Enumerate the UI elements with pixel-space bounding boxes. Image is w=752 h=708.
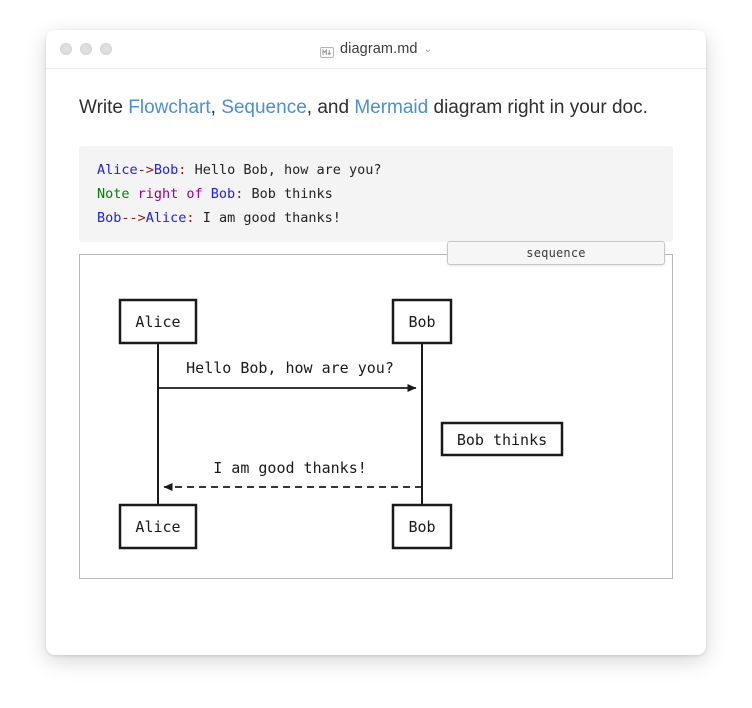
actor-box-alice-top: Alice	[118, 298, 198, 344]
actor-label: Alice	[135, 313, 180, 331]
note-label: Bob thinks	[457, 431, 547, 449]
token-message: I am good thanks!	[194, 209, 341, 226]
lead-suffix: diagram right in your doc.	[428, 97, 648, 118]
diagram-preview-panel: sequence Alice	[79, 240, 673, 579]
code-line: Alice->Bob: Hello Bob, how are you?	[79, 158, 673, 182]
token-colon: :	[235, 185, 244, 202]
code-line: Note right of Bob: Bob thinks	[79, 182, 673, 206]
close-button[interactable]	[60, 43, 72, 55]
app-window: diagram.md ⌄ Write Flowchart, Sequence, …	[46, 30, 706, 655]
link-mermaid[interactable]: Mermaid	[354, 97, 429, 118]
diagram-type-select-value: sequence	[526, 245, 586, 260]
page-title: Write Flowchart, Sequence, and Mermaid d…	[79, 95, 673, 122]
lead-sep-1: ,	[210, 97, 222, 118]
token-colon: :	[178, 161, 187, 178]
actor-label: Bob	[408, 313, 435, 331]
message-label: Hello Bob, how are you?	[186, 359, 394, 377]
token-actor: Alice	[145, 209, 187, 226]
token-keyword: Note	[97, 185, 130, 202]
markdown-file-icon	[320, 45, 335, 58]
token-actor: Bob	[210, 185, 236, 202]
message-2: I am good thanks!	[163, 459, 422, 491]
actor-box-bob-top: Bob	[391, 298, 453, 344]
diagram-type-select[interactable]: sequence	[447, 240, 665, 265]
token-actor: Bob	[97, 209, 122, 226]
token-actor: Bob	[153, 161, 179, 178]
window-titlebar: diagram.md ⌄	[46, 30, 706, 69]
sequence-diagram: Alice Bob Hello Bob, how are you? Bob th…	[118, 298, 564, 549]
zoom-button[interactable]	[100, 43, 112, 55]
actor-box-alice-bottom: Alice	[118, 503, 198, 549]
actor-label: Bob	[408, 518, 435, 536]
lead-sep-2: , and	[306, 97, 355, 118]
token-actor: Alice	[97, 161, 138, 178]
minimize-button[interactable]	[80, 43, 92, 55]
message-label: I am good thanks!	[213, 459, 367, 477]
token-colon: :	[186, 209, 195, 226]
window-title: diagram.md	[340, 41, 418, 57]
window-controls	[60, 43, 112, 55]
code-block[interactable]: Alice->Bob: Hello Bob, how are you? Note…	[79, 145, 673, 242]
message-1: Hello Bob, how are you?	[158, 359, 417, 392]
token-message: Hello Bob, how are you?	[186, 161, 382, 178]
link-flowchart[interactable]: Flowchart	[128, 97, 211, 118]
token-message: Bob thinks	[243, 185, 333, 202]
lead-prefix: Write	[79, 97, 129, 118]
actor-label: Alice	[135, 518, 180, 536]
token-arrow: -->	[121, 209, 146, 226]
chevron-down-icon[interactable]: ⌄	[423, 44, 432, 55]
note-bob-thinks: Bob thinks	[440, 421, 564, 456]
link-sequence[interactable]: Sequence	[221, 97, 307, 118]
window-title-group[interactable]: diagram.md ⌄	[46, 41, 706, 58]
document-body: Write Flowchart, Sequence, and Mermaid d…	[46, 69, 706, 579]
token-arrow: ->	[137, 161, 154, 178]
token-position: right of	[129, 185, 211, 202]
actor-box-bob-bottom: Bob	[391, 503, 453, 549]
code-line: Bob-->Alice: I am good thanks!	[79, 206, 673, 230]
